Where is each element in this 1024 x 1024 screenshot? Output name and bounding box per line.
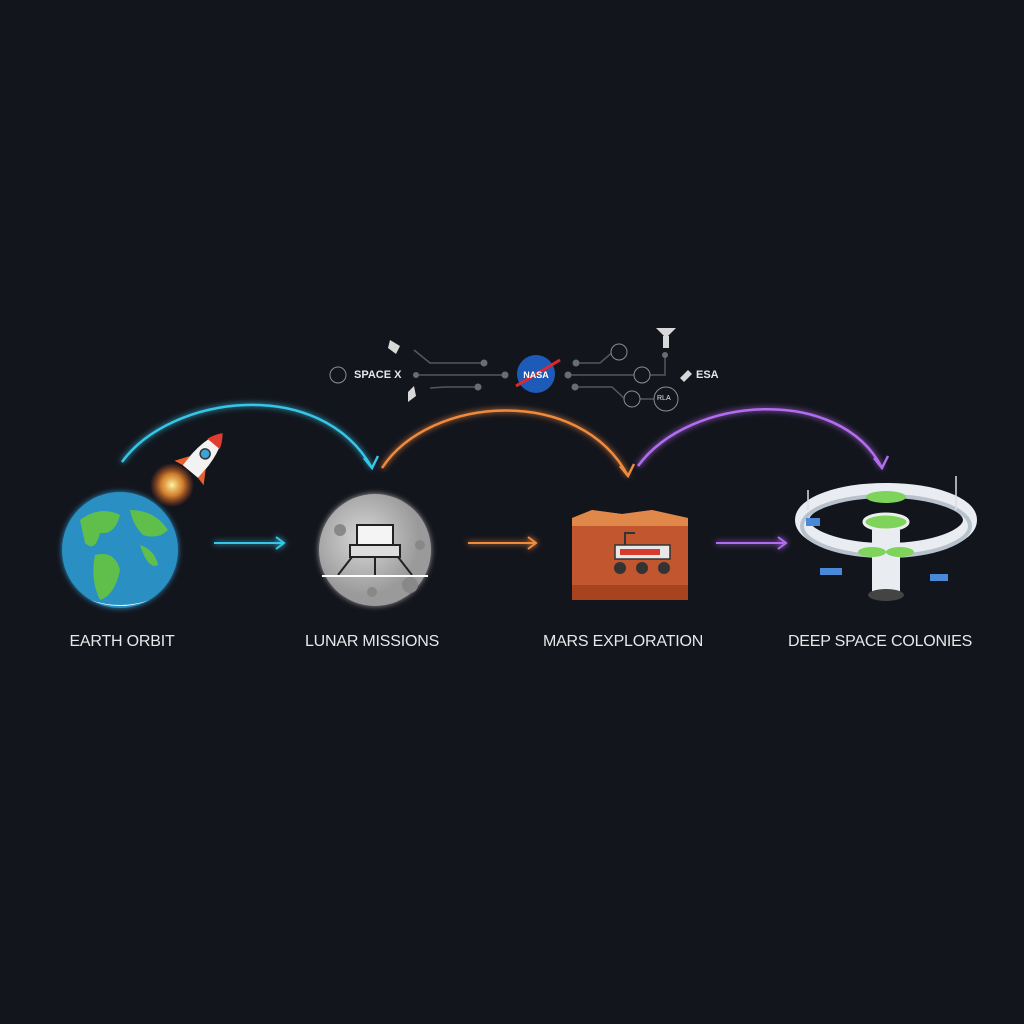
spacex-rocket-icon [329, 366, 347, 384]
arrow-moon-mars [468, 536, 538, 550]
earth-icon [62, 492, 178, 608]
arc-mars-to-colonies [636, 408, 884, 469]
rocket-icon [150, 433, 223, 507]
stage-label-earth-orbit: EARTH ORBIT [69, 633, 175, 650]
agency-esa-label: ESA [696, 369, 719, 381]
nasa-logo: NASA [515, 355, 561, 393]
station-wing-icon [656, 328, 676, 348]
arrow-earth-moon [214, 536, 286, 550]
arrowhead-icon [873, 455, 890, 471]
stage-label-lunar-missions: LUNAR MISSIONS [304, 633, 440, 650]
probe-icon [623, 390, 641, 408]
network-nodes [413, 352, 668, 391]
stage-label-deep-space-colonies: DEEP SPACE COLONIES [787, 633, 973, 650]
agency-badge [653, 386, 679, 412]
agency-badge-label: RLA [657, 395, 671, 402]
agency-icons [329, 343, 679, 412]
satellite-icon [610, 343, 628, 361]
arrowhead-icon [619, 463, 636, 479]
space-station-icon [795, 476, 977, 601]
arc-moon-to-mars [380, 409, 630, 477]
moon-lander-icon [319, 494, 431, 606]
svg-text:NASA: NASA [523, 370, 549, 380]
shuttle-icon [388, 340, 400, 354]
arc-earth-to-moon [120, 403, 374, 469]
agency-spacex-label: SPACE X [354, 369, 402, 381]
mars-rover-icon [572, 510, 688, 600]
arrowhead-icon [363, 455, 380, 471]
small-spacecraft-icons [388, 328, 692, 402]
rocket-small-icon [408, 386, 416, 402]
esa-ship-icon [680, 370, 692, 382]
module-icon [633, 366, 651, 384]
arrow-mars-colonies [716, 536, 788, 550]
stage-label-mars-exploration: MARS EXPLORATION [542, 633, 704, 650]
